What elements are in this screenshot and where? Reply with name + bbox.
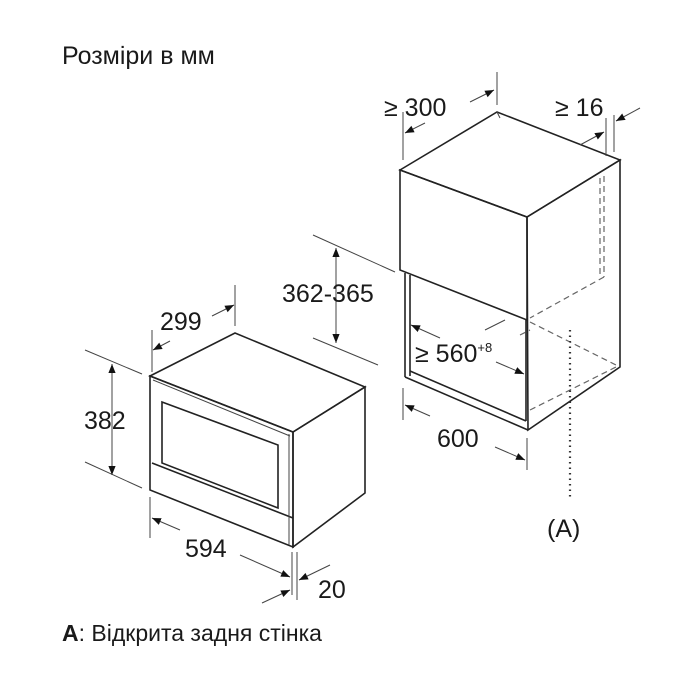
legend-text: : Відкрита задня стінка: [78, 620, 322, 646]
niche-depth-label: ≥ 300: [384, 94, 446, 122]
legend-footnote: A: Відкрита задня стінка: [62, 620, 322, 647]
appliance-height-label: 382: [84, 407, 126, 435]
cabinet-width-label: 600: [437, 425, 479, 453]
diagram-title: Розміри в мм: [62, 42, 215, 70]
top-clearance-label: 362-365: [282, 280, 374, 308]
appliance-dimension-lines: [84, 234, 396, 604]
back-gap-label: ≥ 16: [555, 94, 603, 122]
legend-key: A: [62, 620, 79, 646]
open-back-marker: (A): [547, 515, 580, 543]
appliance-width-label: 594: [185, 535, 227, 563]
niche-dimension-lines: [402, 72, 641, 470]
microwave-appliance: [148, 332, 367, 549]
cabinet-niche: [398, 111, 622, 500]
niche-width-label: ≥ 560+8: [415, 340, 492, 368]
appliance-front-offset-label: 20: [318, 576, 346, 604]
appliance-depth-label: 299: [160, 308, 202, 336]
